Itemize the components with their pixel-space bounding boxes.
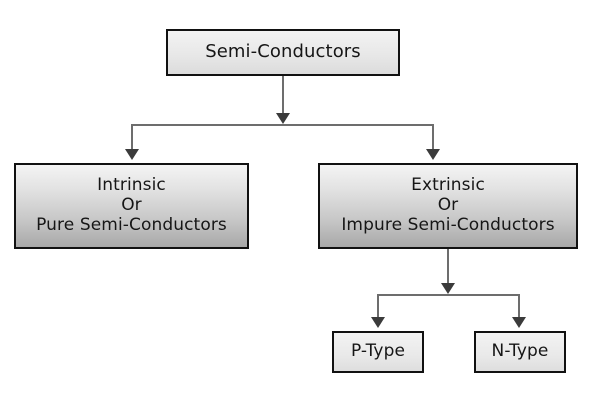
node-intrinsic[interactable]: Intrinsic Or Pure Semi-Conductors xyxy=(14,163,249,249)
node-semi-conductors-line-1: Semi-Conductors xyxy=(205,41,361,63)
connector-leg-extrinsic xyxy=(432,124,434,151)
connector-leg-p-type xyxy=(377,294,379,319)
arrowhead-n-type xyxy=(512,317,526,328)
node-intrinsic-line-3: Pure Semi-Conductors xyxy=(36,214,227,235)
node-p-type-line-1: P-Type xyxy=(350,341,406,362)
node-extrinsic-line-1: Extrinsic xyxy=(411,175,485,196)
connector-extrinsic-stem xyxy=(447,249,449,287)
node-extrinsic-line-3: Impure Semi-Conductors xyxy=(341,214,555,235)
node-semi-conductors[interactable]: Semi-Conductors xyxy=(166,29,400,76)
node-n-type[interactable]: N-Type xyxy=(474,331,566,373)
connector-bus-tier2 xyxy=(131,124,434,126)
node-intrinsic-line-1: Intrinsic xyxy=(97,175,166,196)
node-extrinsic-line-2: Or xyxy=(437,195,459,216)
node-intrinsic-line-2: Or xyxy=(121,195,142,216)
connector-bus-tier3 xyxy=(377,294,520,296)
connector-leg-intrinsic xyxy=(131,124,133,151)
arrowhead-intrinsic xyxy=(125,149,139,160)
node-extrinsic[interactable]: Extrinsic Or Impure Semi-Conductors xyxy=(318,163,578,249)
node-n-type-line-1: N-Type xyxy=(491,341,549,362)
connector-root-stem xyxy=(282,76,284,117)
connector-leg-n-type xyxy=(518,294,520,319)
arrowhead-extrinsic-to-bus xyxy=(441,283,455,294)
arrowhead-p-type xyxy=(371,317,385,328)
arrowhead-extrinsic xyxy=(426,149,440,160)
arrowhead-root-to-bus xyxy=(276,113,290,124)
node-p-type[interactable]: P-Type xyxy=(332,331,424,373)
